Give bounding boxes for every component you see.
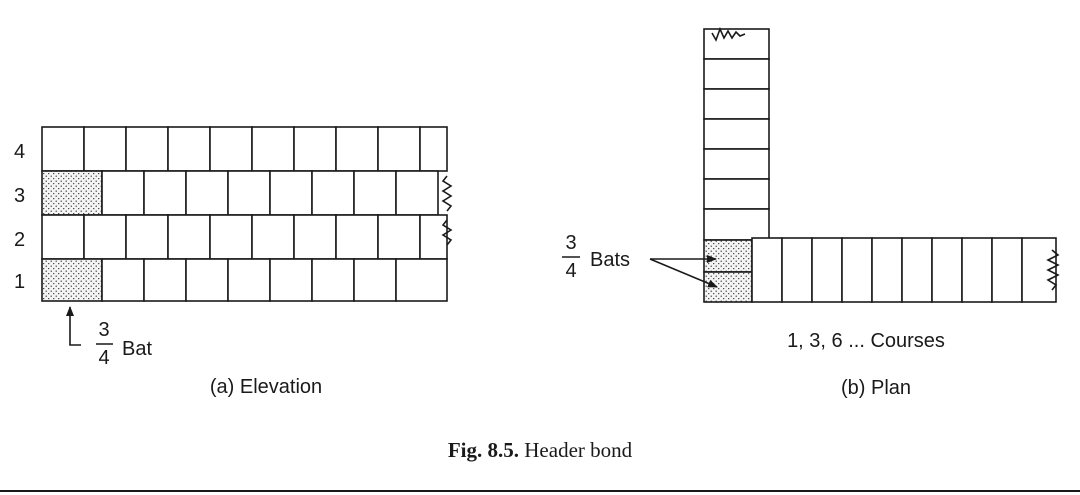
bats-fraction-denominator: 4 <box>565 260 576 282</box>
course-number-4: 4 <box>14 141 25 163</box>
course-2 <box>41 214 448 260</box>
break-line <box>441 219 453 246</box>
figure-caption: Fig. 8.5. Header bond <box>448 438 633 462</box>
plan-view: 3 4 Bats 1, 3, 6 ... Courses (b) Plan <box>562 26 1060 399</box>
three-quarter-bat <box>41 258 103 302</box>
elevation-title: (a) Elevation <box>210 376 322 398</box>
courses-label: 1, 3, 6 ... Courses <box>787 330 945 352</box>
bats-label: Bats <box>590 249 630 271</box>
caption-prefix: Fig. 8.5. <box>448 438 519 462</box>
plan-title: (b) Plan <box>841 377 911 399</box>
course-number-1: 1 <box>14 271 25 293</box>
course-3 <box>41 170 439 216</box>
course-4 <box>41 126 448 172</box>
bat-leader-line <box>66 306 81 346</box>
bats-fraction-numerator: 3 <box>565 232 576 254</box>
break-line <box>441 175 453 212</box>
caption-text: Header bond <box>524 438 632 462</box>
course-1 <box>41 258 448 302</box>
elevation-view: 4 3 2 1 3 4 Bat (a) Elevation <box>14 126 453 398</box>
bat-fraction-denominator: 4 <box>98 347 109 369</box>
bat-fraction-numerator: 3 <box>98 319 109 341</box>
bat-label: Bat <box>122 338 152 360</box>
three-quarter-bat <box>703 239 753 273</box>
three-quarter-bat <box>41 170 103 216</box>
three-quarter-bat <box>703 271 753 303</box>
course-number-3: 3 <box>14 185 25 207</box>
course-number-2: 2 <box>14 229 25 251</box>
bats-arrow-lower <box>649 258 718 288</box>
break-line <box>1046 249 1060 291</box>
break-line <box>711 26 746 42</box>
